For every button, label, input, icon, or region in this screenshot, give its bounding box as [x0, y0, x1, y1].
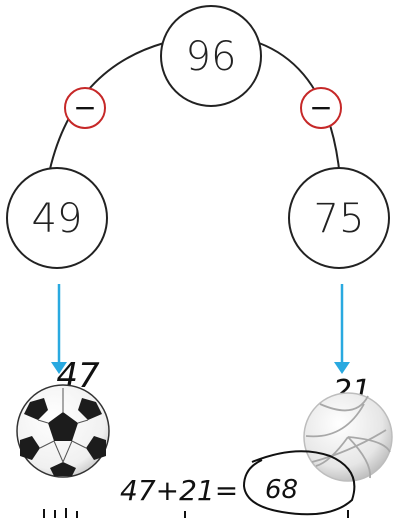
minus-operator-right: − — [300, 87, 342, 129]
minus-right-symbol: − — [309, 91, 332, 124]
handwritten-sum-result: 68 — [265, 475, 298, 505]
handwritten-sum-expression: 47+21= — [120, 474, 238, 507]
cropped-bottom-strokes — [43, 508, 349, 518]
minus-left-symbol: − — [73, 91, 96, 124]
minus-operator-left: − — [64, 87, 106, 129]
top-number: 96 — [186, 34, 237, 80]
left-down-arrow — [51, 284, 67, 374]
left-number: 49 — [32, 196, 83, 242]
top-number-node: 96 — [160, 5, 262, 107]
right-down-arrow — [334, 284, 350, 374]
handwritten-result-circle — [242, 450, 356, 516]
volleyball-image — [303, 392, 393, 482]
left-number-node: 49 — [6, 167, 108, 269]
soccer-ball-image — [16, 384, 110, 478]
right-number-node: 75 — [288, 167, 390, 269]
right-number: 75 — [314, 196, 365, 242]
